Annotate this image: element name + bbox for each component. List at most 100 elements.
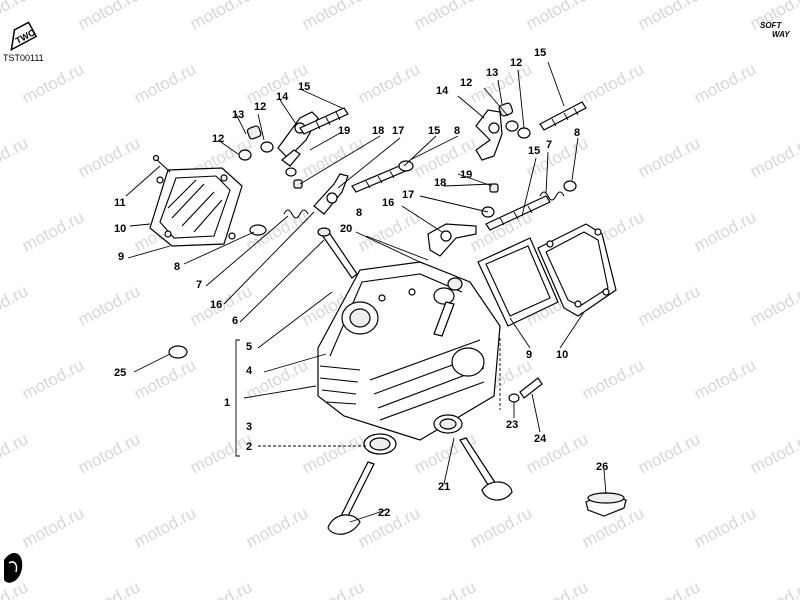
- watermark-text: motod.ru: [75, 133, 143, 181]
- callout-14a[interactable]: 14: [276, 91, 289, 103]
- callout-15b[interactable]: 15: [428, 125, 440, 137]
- callout-16b[interactable]: 16: [382, 197, 394, 209]
- callout-17b[interactable]: 17: [402, 189, 414, 201]
- callout-8a[interactable]: 8: [454, 125, 460, 137]
- watermark-text: motod.ru: [691, 355, 759, 403]
- watermark-text: motod.ru: [75, 281, 143, 329]
- callout-1[interactable]: 1: [224, 397, 230, 409]
- callout-15a[interactable]: 15: [298, 81, 310, 93]
- callout-12d[interactable]: 12: [510, 57, 522, 69]
- watermark-text: motod.ru: [635, 429, 703, 477]
- callout-8c[interactable]: 8: [356, 207, 362, 219]
- callout-8b[interactable]: 8: [174, 261, 180, 273]
- spring-left: [249, 209, 309, 236]
- leader-lines: [125, 61, 607, 523]
- watermark-text: motod.ru: [411, 0, 479, 34]
- bushing-left: [238, 125, 274, 161]
- callout-18a[interactable]: 18: [372, 125, 384, 137]
- callout-18b[interactable]: 18: [434, 177, 446, 189]
- callout-26[interactable]: 26: [596, 461, 608, 473]
- watermark-text: motod.ru: [635, 0, 703, 34]
- watermark-text: motod.ru: [131, 59, 199, 107]
- callout-9b[interactable]: 9: [526, 349, 532, 361]
- valve-cap-20: [447, 277, 463, 291]
- callout-labels: 13 12 12 14 15 19 18 17 15 8 11 10 9 8 7…: [114, 47, 608, 519]
- callout-7b[interactable]: 7: [546, 139, 552, 151]
- watermark-text: motod.ru: [243, 503, 311, 551]
- watermark-text: motod.ru: [747, 577, 800, 600]
- watermark-text: motod.ru: [0, 429, 31, 477]
- callout-3[interactable]: 3: [246, 421, 252, 433]
- callout-2[interactable]: 2: [246, 441, 252, 453]
- callout-7a[interactable]: 7: [196, 279, 202, 291]
- watermark-text: motod.ru: [355, 207, 423, 255]
- rocker-shaft-right: [539, 101, 587, 131]
- watermark-text: motod.ru: [691, 503, 759, 551]
- rocker-shaft-right-lower: [485, 195, 551, 231]
- callout-21[interactable]: 21: [438, 481, 450, 493]
- watermark-text: motod.ru: [579, 355, 647, 403]
- watermark-text: motod.ru: [0, 281, 31, 329]
- watermark-text: motod.ru: [747, 429, 800, 477]
- valve-21: [459, 437, 513, 501]
- bushing-right: [498, 102, 531, 139]
- watermark-text: motod.ru: [747, 281, 800, 329]
- callout-16a[interactable]: 16: [210, 299, 222, 311]
- callout-9a[interactable]: 9: [118, 251, 124, 263]
- head-cover-right: [537, 223, 617, 317]
- callout-19b[interactable]: 19: [460, 169, 472, 181]
- watermark-text: motod.ru: [747, 133, 800, 181]
- watermark-text: motod.ru: [75, 429, 143, 477]
- watermark-text: motod.ru: [299, 133, 367, 181]
- screw-24: [508, 377, 543, 403]
- watermark-text: motod.ru: [299, 429, 367, 477]
- callout-20[interactable]: 20: [340, 223, 352, 235]
- callout-5[interactable]: 5: [246, 341, 252, 353]
- callout-22[interactable]: 22: [378, 507, 390, 519]
- head-cover-left: [149, 167, 243, 247]
- callout-13a[interactable]: 13: [232, 109, 244, 121]
- softway-logo: SOFT WAY: [760, 21, 790, 39]
- callout-19a[interactable]: 19: [338, 125, 350, 137]
- rocker-16-left: [313, 173, 349, 215]
- callout-11[interactable]: 11: [114, 197, 126, 209]
- rocker-16-right: [427, 223, 477, 257]
- watermark-text: motod.ru: [355, 59, 423, 107]
- watermark-text: motod.ru: [187, 0, 255, 34]
- callout-13b[interactable]: 13: [486, 67, 498, 79]
- callout-12a[interactable]: 12: [254, 101, 266, 113]
- valve-seat-2: [363, 433, 397, 455]
- callout-6[interactable]: 6: [232, 315, 238, 327]
- watermark-text: motod.ru: [19, 503, 87, 551]
- callout-14b[interactable]: 14: [436, 85, 449, 97]
- callout-12c[interactable]: 12: [460, 77, 472, 89]
- emblem-icon: [4, 553, 23, 583]
- watermark-text: motod.ru: [691, 59, 759, 107]
- callout-4[interactable]: 4: [246, 365, 253, 377]
- watermark-text: motod.ru: [19, 207, 87, 255]
- callout-10a[interactable]: 10: [114, 223, 126, 235]
- small-parts-left: [285, 167, 303, 189]
- callout-25[interactable]: 25: [114, 367, 126, 379]
- watermark-text: motod.ru: [299, 577, 367, 600]
- callout-15d[interactable]: 15: [528, 145, 540, 157]
- callout-24[interactable]: 24: [534, 433, 547, 445]
- brand-bottom: WAY: [772, 30, 790, 39]
- rocker-arm-right: [475, 109, 503, 161]
- callout-12b[interactable]: 12: [212, 133, 224, 145]
- callout-23[interactable]: 23: [506, 419, 518, 431]
- watermark-text: motod.ru: [19, 355, 87, 403]
- cylinder-head: [317, 261, 501, 441]
- watermark-text: motod.ru: [523, 577, 591, 600]
- callout-15c[interactable]: 15: [534, 47, 546, 59]
- callout-17a[interactable]: 17: [392, 125, 404, 137]
- cap-26: [585, 492, 627, 517]
- watermark-text: motod.ru: [187, 429, 255, 477]
- callout-8d[interactable]: 8: [574, 127, 580, 139]
- watermark-text: motod.ru: [75, 0, 143, 34]
- callout-10b[interactable]: 10: [556, 349, 568, 361]
- tag-icon: TWO: [10, 21, 38, 52]
- watermark-text: motod.ru: [523, 133, 591, 181]
- plug-25: [168, 345, 188, 359]
- watermark-text: motod.ru: [579, 59, 647, 107]
